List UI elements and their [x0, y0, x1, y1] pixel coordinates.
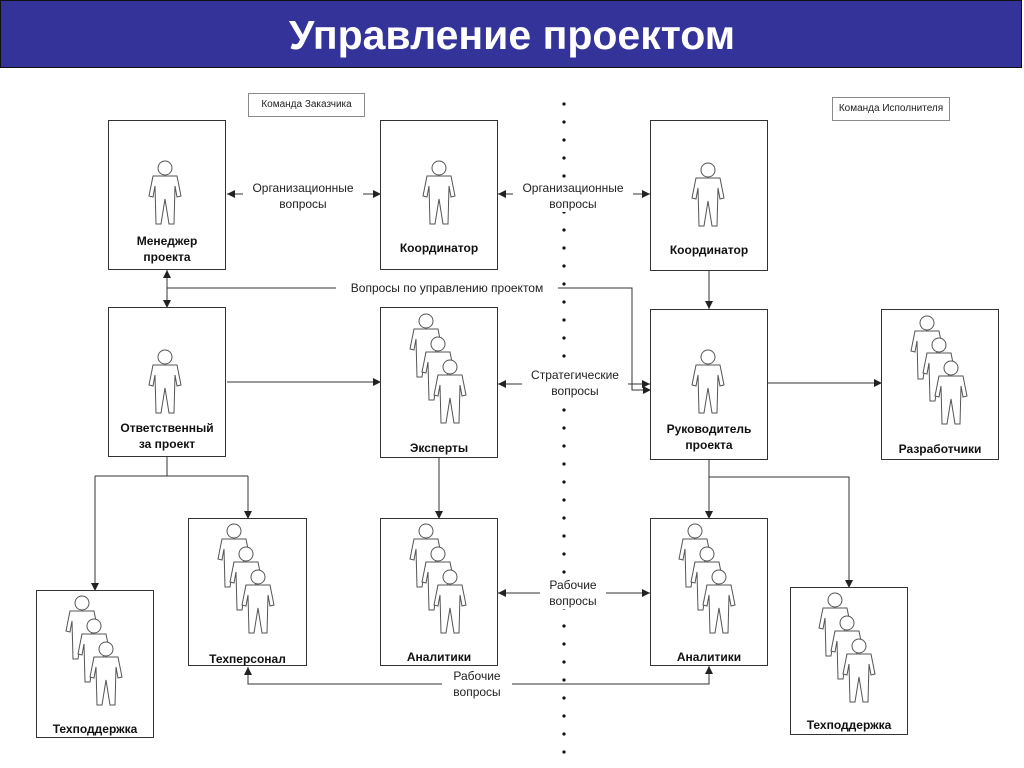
separator-dot — [562, 246, 566, 250]
separator-dot — [562, 462, 566, 466]
separator-dot — [562, 642, 566, 646]
separator-dot — [562, 318, 566, 322]
node-experts-label: Эксперты — [409, 441, 469, 455]
separator-dot — [562, 102, 566, 106]
separator-dot — [562, 480, 566, 484]
node-support-right-label: Техподдержка — [806, 718, 892, 732]
separator-dot — [562, 282, 566, 286]
separator-dot — [562, 534, 566, 538]
separator-dot — [562, 120, 566, 124]
node-analysts-left-label: Аналитики — [406, 650, 472, 664]
separator-dot — [562, 678, 566, 682]
title-bar — [0, 0, 1022, 68]
separator-dot — [562, 426, 566, 430]
separator-dot — [562, 408, 566, 412]
separator-dot — [562, 354, 566, 358]
separator-dot — [562, 264, 566, 268]
separator-dot — [562, 156, 566, 160]
node-developers: Разработчики — [881, 309, 999, 460]
node-analysts-right: Аналитики — [650, 518, 768, 666]
page-title: Управление проектом — [288, 12, 736, 58]
node-tech-staff-label: Техперсонал — [209, 652, 286, 666]
node-coordinator-right-label: Координатор — [669, 243, 749, 257]
contractor-team-tag: Команда Исполнителя — [832, 97, 950, 121]
separator-dot — [562, 732, 566, 736]
separator-dot — [562, 228, 566, 232]
separator-dot — [562, 660, 566, 664]
separator-dot — [562, 174, 566, 178]
node-analysts-right-label: Аналитики — [676, 650, 742, 664]
separator-dot — [562, 444, 566, 448]
edge-label-pm-issues: Вопросы по управлению проектом — [336, 280, 558, 296]
separator-dot — [562, 498, 566, 502]
separator-dot — [562, 714, 566, 718]
node-support-left-label: Техподдержка — [52, 722, 138, 736]
separator-dot — [562, 552, 566, 556]
node-tech-staff: Техперсонал — [188, 518, 307, 666]
separator-dot — [562, 300, 566, 304]
lead-support-arrow — [709, 476, 853, 588]
node-coordinator-left-label: Координатор — [399, 241, 479, 255]
separator-dot — [562, 570, 566, 574]
node-coordinator-right: Координатор — [650, 120, 768, 271]
separator-dot — [562, 696, 566, 700]
node-analysts-left: Аналитики — [380, 518, 498, 666]
separator-dot — [562, 138, 566, 142]
node-support-left: Техподдержка — [36, 590, 154, 738]
customer-team-tag: Команда Заказчика — [248, 93, 365, 117]
separator-dot — [562, 624, 566, 628]
separator-dot — [562, 516, 566, 520]
separator-dot — [562, 336, 566, 340]
node-support-right: Техподдержка — [790, 587, 908, 735]
node-developers-label: Разработчики — [898, 442, 982, 456]
node-coordinator-left: Координатор — [380, 120, 498, 270]
separator-dot — [562, 750, 566, 754]
node-experts: Эксперты — [380, 307, 498, 458]
